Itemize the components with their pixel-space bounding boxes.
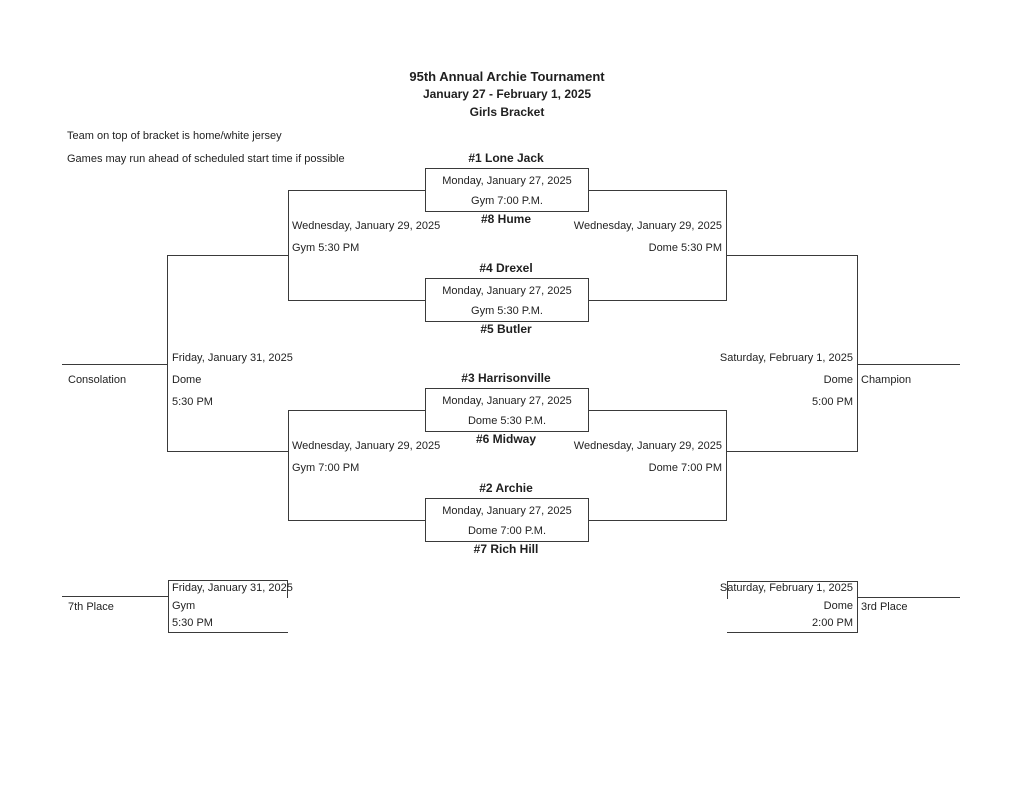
championship-sf-top-venue-time: Dome 5:30 PM [648, 242, 722, 254]
championship-sf-top-vertical [726, 190, 727, 301]
game1-venue-time: Gym 7:00 P.M. [471, 195, 543, 207]
championship-final-date: Saturday, February 1, 2025 [719, 352, 853, 364]
game2-top-team: #4 Drexel [479, 261, 533, 275]
game1-bottom-team: #8 Hume [480, 212, 532, 226]
game4-venue-time: Dome 7:00 P.M. [467, 525, 547, 537]
seventh-place-box-right [287, 580, 288, 598]
consolation-sf-top-advance-line [167, 255, 288, 256]
game3-top-team: #3 Harrisonville [461, 371, 551, 385]
game4-right-connector [589, 520, 726, 521]
game2-box [425, 278, 589, 322]
game3-left-connector [288, 410, 425, 411]
champion-label: Champion [861, 374, 912, 386]
game2-venue-time: Gym 5:30 P.M. [471, 305, 543, 317]
third-place-date: Saturday, February 1, 2025 [719, 582, 853, 594]
game3-bottom-team: #6 Midway [475, 432, 537, 446]
seventh-place-venue: Gym [172, 600, 196, 612]
consolation-winner-line [62, 364, 167, 365]
game1-box [425, 168, 589, 212]
championship-sf-top-date: Wednesday, January 29, 2025 [573, 220, 722, 232]
consolation-sf-top-venue-time: Gym 5:30 PM [292, 242, 360, 254]
game1-date: Monday, January 27, 2025 [442, 175, 572, 187]
championship-final-vertical [857, 255, 858, 452]
consolation-sf-bottom-vertical [288, 410, 289, 521]
championship-sf-bottom-vertical [726, 410, 727, 521]
game4-bottom-team: #7 Rich Hill [473, 542, 539, 556]
seventh-place-box-bottom [168, 632, 288, 633]
game2-right-connector [589, 300, 726, 301]
header: 95th Annual Archie Tournament January 27… [312, 69, 702, 119]
championship-sf-bottom-venue-time: Dome 7:00 PM [648, 462, 722, 474]
championship-final-time: 5:00 PM [812, 396, 853, 408]
seventh-place-box-left [168, 580, 169, 633]
championship-sf-top-advance-line [726, 255, 857, 256]
seventh-place-box-top [168, 580, 288, 581]
seventh-place-label: 7th Place [68, 601, 114, 613]
consolation-sf-top-vertical [288, 190, 289, 301]
seventh-place-date: Friday, January 31, 2025 [172, 582, 293, 594]
consolation-label: Consolation [68, 374, 127, 386]
seventh-place-winner-line [62, 596, 168, 597]
game1-top-team: #1 Lone Jack [468, 151, 544, 165]
third-place-winner-line [857, 597, 960, 598]
third-place-box-top [727, 581, 857, 582]
tournament-title: 95th Annual Archie Tournament [409, 69, 605, 84]
bracket-name: Girls Bracket [469, 105, 545, 119]
game4-box [425, 498, 589, 542]
game3-date: Monday, January 27, 2025 [442, 395, 572, 407]
consolation-sf-bottom-venue-time: Gym 7:00 PM [292, 462, 360, 474]
game4-left-connector [288, 520, 425, 521]
third-place-time: 2:00 PM [812, 617, 853, 629]
tournament-date-range: January 27 - February 1, 2025 [422, 87, 592, 101]
third-place-box-bottom [727, 632, 857, 633]
consolation-final-venue: Dome [172, 374, 202, 386]
game2-date: Monday, January 27, 2025 [442, 285, 572, 297]
game3-right-connector [589, 410, 726, 411]
game2-left-connector [288, 300, 425, 301]
consolation-sf-top-date: Wednesday, January 29, 2025 [292, 220, 441, 232]
game3-venue-time: Dome 5:30 P.M. [467, 415, 547, 427]
game3-box [425, 388, 589, 432]
game1-right-connector [589, 190, 726, 191]
championship-sf-bottom-advance-line [726, 451, 857, 452]
championship-sf-bottom-date: Wednesday, January 29, 2025 [573, 440, 722, 452]
third-place-box-right [857, 581, 858, 633]
consolation-final-vertical [167, 255, 168, 452]
seventh-place-time: 5:30 PM [172, 617, 213, 629]
champion-winner-line [857, 364, 960, 365]
third-place-venue: Dome [823, 600, 853, 612]
game4-date: Monday, January 27, 2025 [442, 505, 572, 517]
game1-left-connector [288, 190, 425, 191]
note-schedule: Games may run ahead of scheduled start t… [67, 153, 345, 165]
note-jersey: Team on top of bracket is home/white jer… [67, 130, 282, 142]
consolation-final-time: 5:30 PM [172, 396, 213, 408]
championship-final-venue: Dome [823, 374, 853, 386]
consolation-sf-bottom-date: Wednesday, January 29, 2025 [292, 440, 441, 452]
consolation-sf-bottom-advance-line [167, 451, 288, 452]
game2-bottom-team: #5 Butler [480, 322, 532, 336]
third-place-box-left [727, 581, 728, 599]
consolation-final-date: Friday, January 31, 2025 [172, 352, 293, 364]
game4-top-team: #2 Archie [479, 481, 533, 495]
third-place-label: 3rd Place [861, 601, 908, 613]
